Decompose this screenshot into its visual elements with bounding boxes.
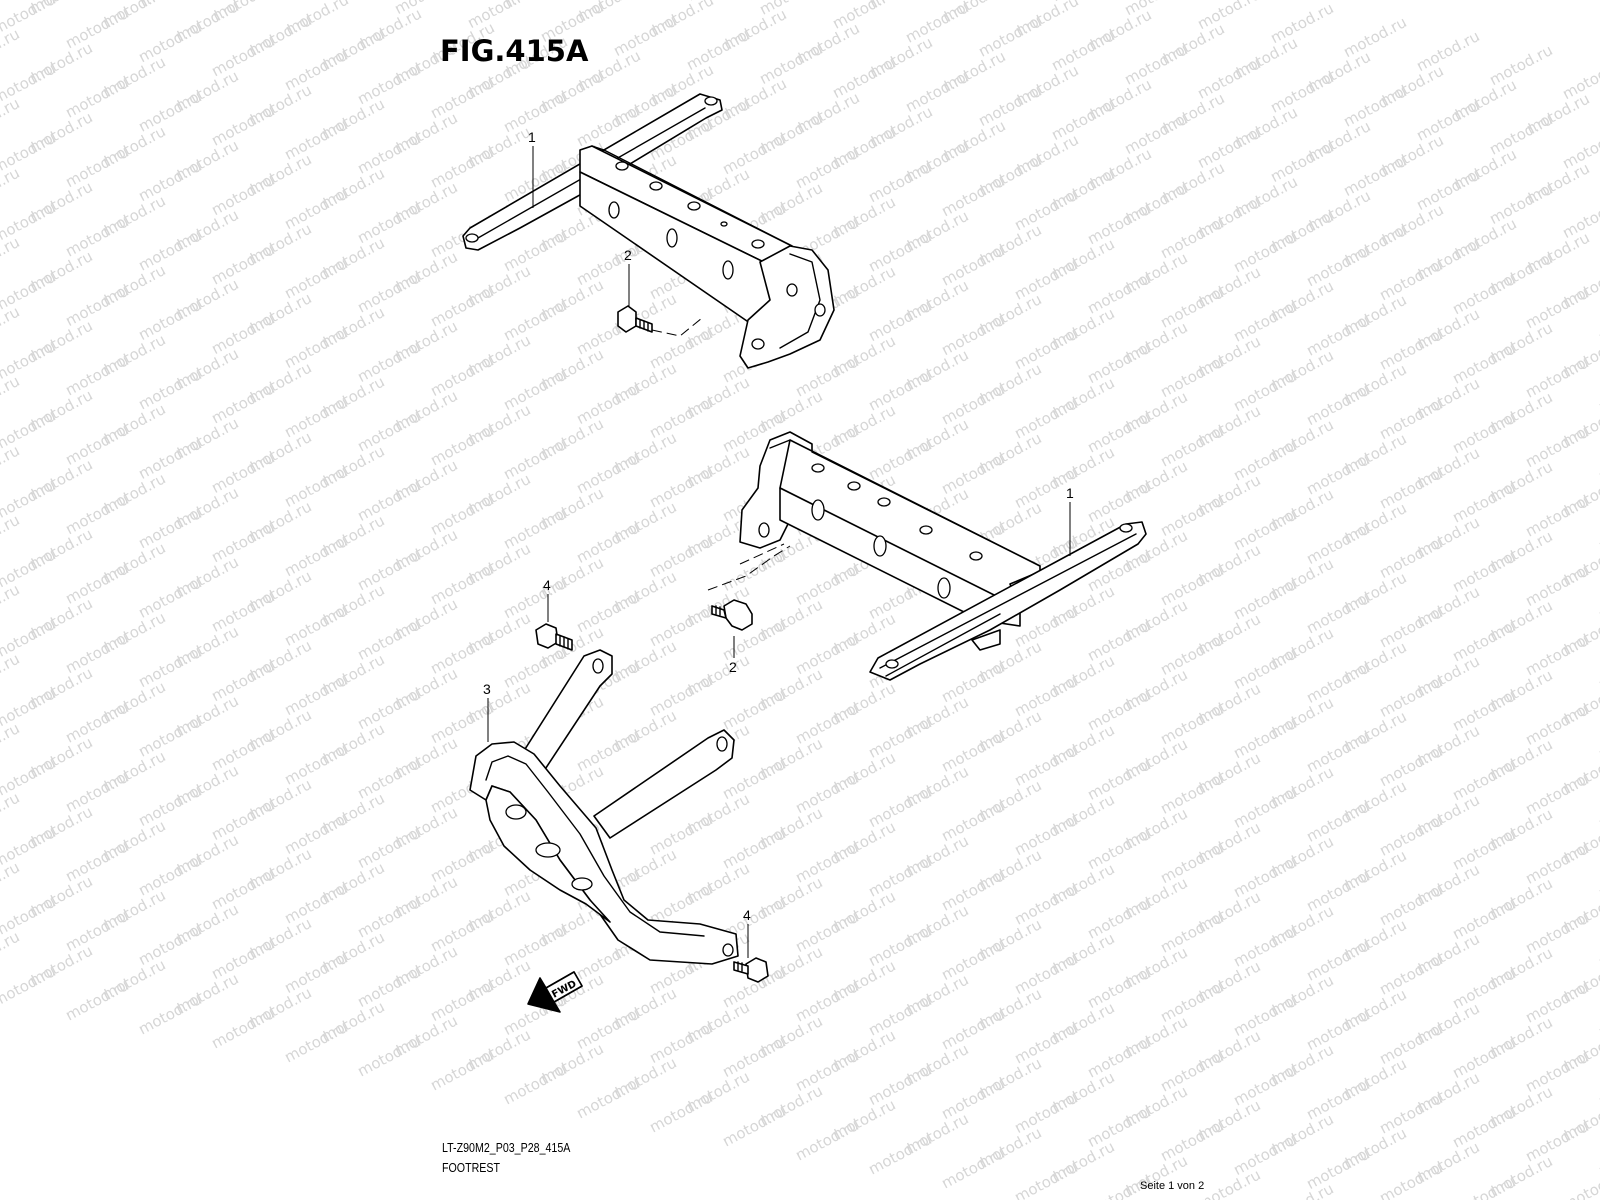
front-guard xyxy=(469,649,739,965)
flange-bolt-upper-4 xyxy=(535,594,573,651)
flange-bolt-lower xyxy=(707,543,791,658)
callout-3: 3 xyxy=(483,681,491,697)
flange-bolt-lower-4 xyxy=(733,924,769,983)
figure-title: FIG.415A xyxy=(440,34,589,68)
footrest-bracket-right xyxy=(739,431,1147,681)
forward-direction-arrow: FWD xyxy=(527,971,583,1013)
callout-2-lower: 2 xyxy=(729,659,737,675)
callout-1-right: 1 xyxy=(1066,485,1074,501)
callout-4-lower: 4 xyxy=(743,907,751,923)
callout-1-top: 1 xyxy=(528,129,536,145)
page-indicator: Seite 1 von 2 xyxy=(1140,1180,1205,1192)
figure-name: FOOTREST xyxy=(442,1160,501,1175)
drawing-code: LT-Z90M2_P03_P28_415A xyxy=(442,1140,571,1155)
callout-2-top: 2 xyxy=(624,247,632,263)
callout-4-upper: 4 xyxy=(543,577,551,593)
footrest-bracket-top xyxy=(462,93,835,369)
flange-bolt-top xyxy=(617,264,703,337)
